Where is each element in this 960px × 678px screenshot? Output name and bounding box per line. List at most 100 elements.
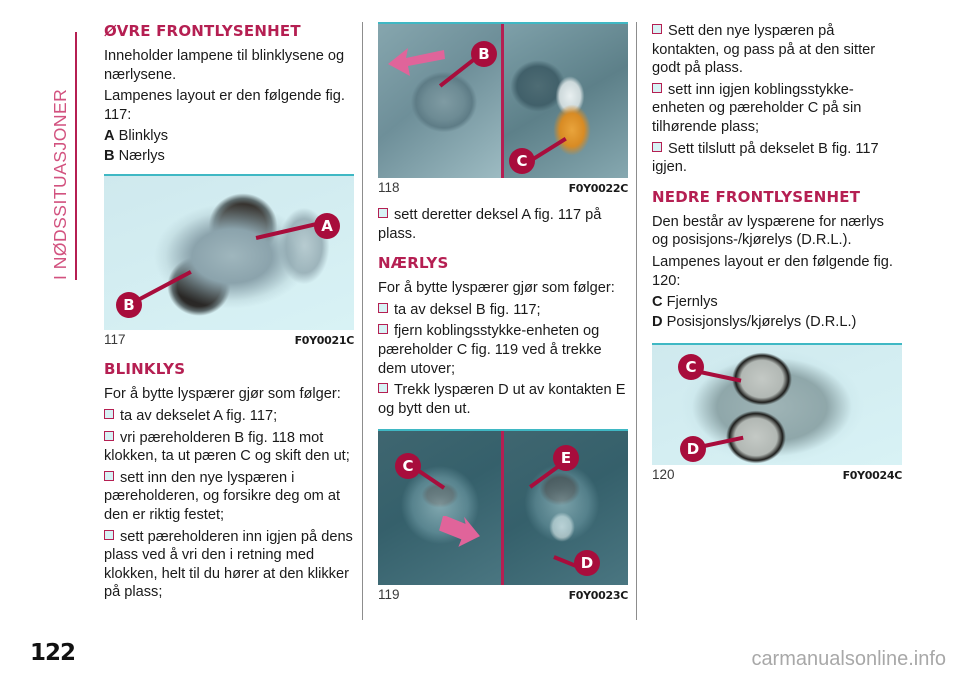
figure-117-leader-b xyxy=(135,270,192,303)
figure-119-callout-e: E xyxy=(553,445,579,472)
figure-117-callout-b: B xyxy=(116,292,142,319)
figure-119-callout-d: D xyxy=(574,550,600,577)
square-bullet-icon xyxy=(652,82,662,93)
figure-119-code: F0Y0023C xyxy=(568,589,629,603)
section-title-nedre-frontlysenhet: NEDRE FRONTLYSENHET xyxy=(652,187,861,206)
figure-120-image: C D xyxy=(652,345,902,466)
figure-118-direction-arrow-icon xyxy=(388,48,445,76)
square-bullet-icon xyxy=(104,470,114,481)
column-divider-2 xyxy=(636,22,637,620)
figure-117-code: F0Y0021C xyxy=(294,334,355,348)
bullet-blinklys-2-text: vri pæreholderen B fig. 118 mot klokken,… xyxy=(104,429,350,465)
page-number: 122 xyxy=(30,640,76,666)
figure-119-left-photo xyxy=(378,431,502,586)
legend-key-d: D xyxy=(652,314,663,331)
figure-119: C E D 119 F0Y0023C xyxy=(378,429,628,602)
paragraph-nedre-layout: Lampenes layout er den følgende fig. 120… xyxy=(652,253,893,289)
square-bullet-icon xyxy=(104,408,114,419)
bullet-col3-1: Sett den nye lyspæren på kontakten, og p… xyxy=(652,22,902,78)
square-bullet-icon xyxy=(378,324,388,335)
bullet-blinklys-3-text: sett inn den nye lyspæren i pæreholderen… xyxy=(104,469,341,523)
figure-118-split-divider xyxy=(501,24,504,178)
section-title-naerlys: NÆRLYS xyxy=(378,254,449,273)
bullet-col3-2: sett inn igjen koblingsstykke-enheten og… xyxy=(652,81,902,137)
bullet-blinklys-1-text: ta av dekselet A fig. 117; xyxy=(120,407,278,424)
bullet-col3-3-text: Sett tilslutt på dekselet B fig. 117 igj… xyxy=(652,140,879,176)
bullet-col2-2-text: ta av deksel B fig. 117; xyxy=(394,301,541,318)
legend-value-d: Posisjonslys/kjørelys (D.R.L.) xyxy=(666,314,857,331)
figure-118-code: F0Y0022C xyxy=(568,182,629,195)
legend-key-b: B xyxy=(104,148,115,165)
chapter-tab-label: I NØDSSITUASJONER xyxy=(50,88,70,280)
figure-118-callout-c: C xyxy=(509,148,535,174)
legend-key-c: C xyxy=(652,294,663,311)
bullet-col2-2: ta av deksel B fig. 117; xyxy=(378,301,628,320)
legend-item-b: B Nærlys xyxy=(104,147,354,166)
bullet-blinklys-1: ta av dekselet A fig. 117; xyxy=(104,407,354,426)
figure-119-callout-c: C xyxy=(395,453,421,480)
legend-key-a: A xyxy=(104,128,115,145)
figure-119-caption: 119 F0Y0023C xyxy=(378,585,628,602)
chapter-tab-rule xyxy=(75,32,77,280)
square-bullet-icon xyxy=(104,430,114,441)
legend-item-a: A Blinklys xyxy=(104,127,354,146)
figure-120-code: F0Y0024C xyxy=(842,469,903,483)
paragraph-intro: Inneholder lampene til blinklysene og næ… xyxy=(104,48,345,83)
paragraph-layout: Lampenes layout er den følgende fig. 117… xyxy=(104,88,345,123)
figure-120: C D 120 F0Y0024C xyxy=(652,343,902,482)
legend-item-c: C Fjernlys xyxy=(652,293,902,312)
section-title-ovre-frontlysenhet: ØVRE FRONTLYSENHET xyxy=(104,22,301,40)
figure-117-rule xyxy=(104,174,354,177)
column-3: Sett den nye lyspæren på kontakten, og p… xyxy=(652,22,902,482)
figure-120-leader-c xyxy=(699,370,742,383)
bullet-col2-1-text: sett deretter deksel A fig. 117 på plass… xyxy=(378,207,602,242)
square-bullet-icon xyxy=(378,208,388,218)
figure-118-rule xyxy=(378,22,628,24)
figure-120-number: 120 xyxy=(652,467,675,483)
figure-117-caption: 117 F0Y0021C xyxy=(104,330,354,347)
figure-120-callout-c: C xyxy=(678,354,704,381)
legend-value-c: Fjernlys xyxy=(666,294,718,311)
figure-120-callout-d: D xyxy=(680,436,706,463)
bullet-blinklys-3: sett inn den nye lyspæren i pæreholderen… xyxy=(104,469,354,525)
section-title-blinklys: BLINKLYS xyxy=(104,360,186,379)
bullet-blinklys-4-text: sett pæreholderen inn igjen på dens plas… xyxy=(104,528,353,601)
square-bullet-icon xyxy=(104,529,114,540)
bullet-blinklys-4: sett pæreholderen inn igjen på dens plas… xyxy=(104,528,354,602)
figure-119-image: C E D xyxy=(378,431,628,586)
bullet-blinklys-2: vri pæreholderen B fig. 118 mot klokken,… xyxy=(104,429,354,466)
figure-118-caption: 118 F0Y0022C xyxy=(378,178,628,195)
paragraph-blinklys-intro: For å bytte lyspærer gjør som følger: xyxy=(104,386,341,403)
figure-119-number: 119 xyxy=(378,587,400,603)
figure-119-direction-arrow-icon xyxy=(439,516,480,548)
figure-119-split-divider xyxy=(501,431,504,586)
bullet-col3-2-text: sett inn igjen koblingsstykke-enheten og… xyxy=(652,81,862,135)
paragraph-naerlys-intro: For å bytte lyspærer gjør som følger: xyxy=(378,280,615,297)
chapter-tab: I NØDSSITUASJONER xyxy=(34,18,80,288)
figure-119-rule xyxy=(378,429,628,432)
square-bullet-icon xyxy=(652,24,662,34)
column-divider-1 xyxy=(362,22,363,620)
bullet-col3-3: Sett tilslutt på dekselet B fig. 117 igj… xyxy=(652,140,902,177)
paragraph-nedre-intro: Den består av lyspærene for nærlys og po… xyxy=(652,213,884,249)
column-1: ØVRE FRONTLYSENHET Inneholder lampene ti… xyxy=(104,22,354,605)
figure-117-number: 117 xyxy=(104,332,126,348)
square-bullet-icon xyxy=(378,302,388,313)
figure-117-image: A B xyxy=(104,176,354,331)
figure-117-callout-a: A xyxy=(314,213,340,240)
figure-117: A B 117 F0Y0021C xyxy=(104,174,354,347)
figure-120-rule xyxy=(652,343,902,346)
figure-120-leader-d xyxy=(703,435,744,448)
bullet-col2-4-text: Trekk lyspæren D ut av kontakten E og by… xyxy=(378,382,626,417)
figure-118-number: 118 xyxy=(378,180,400,195)
legend-item-d: D Posisjonslys/kjørelys (D.R.L.) xyxy=(652,313,902,332)
figure-118-image: B C xyxy=(378,24,628,178)
bullet-col2-1: sett deretter deksel A fig. 117 på plass… xyxy=(378,206,628,243)
square-bullet-icon xyxy=(378,383,388,394)
site-watermark: carmanualsonline.info xyxy=(751,648,946,670)
figure-118-callout-b: B xyxy=(471,41,497,67)
bullet-col2-4: Trekk lyspæren D ut av kontakten E og by… xyxy=(378,381,628,418)
legend-value-a: Blinklys xyxy=(118,128,169,145)
legend-value-b: Nærlys xyxy=(118,148,165,165)
figure-118: B C 118 F0Y0022C xyxy=(378,22,628,195)
